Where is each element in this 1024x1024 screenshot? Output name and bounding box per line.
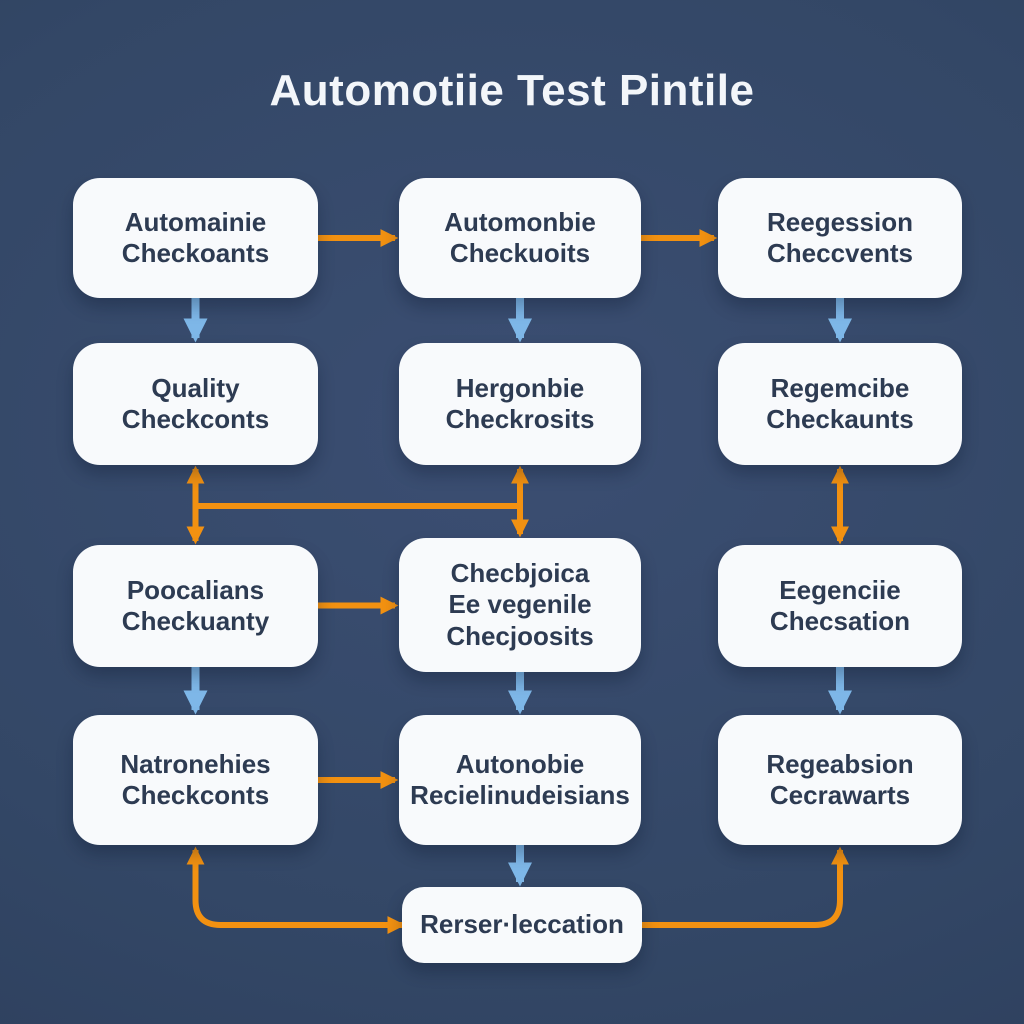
edge-final-r4c3-orange-arrow: [642, 846, 849, 928]
edge-final-r4c1-orange-arrow: [186, 846, 406, 934]
diagram-title: Automotiie Test Pintile: [269, 66, 755, 115]
